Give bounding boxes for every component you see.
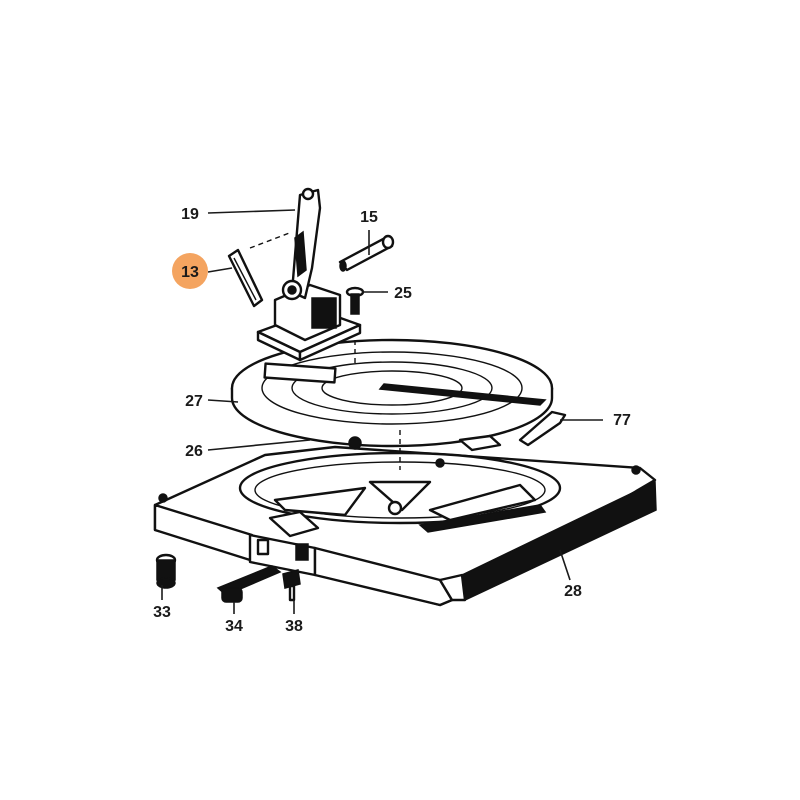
pivot-washer bbox=[348, 434, 502, 452]
callout-27: 27 bbox=[185, 393, 203, 410]
spring-part-13 bbox=[227, 248, 264, 308]
leader-26 bbox=[207, 439, 311, 451]
callout-13: 13 bbox=[181, 264, 199, 281]
callout-38: 38 bbox=[285, 618, 303, 635]
callout-15: 15 bbox=[360, 209, 378, 226]
callout-19: 19 bbox=[181, 206, 199, 223]
callout-28: 28 bbox=[564, 583, 582, 600]
leader-13 bbox=[207, 267, 233, 273]
callout-labels: 19 15 13 25 27 77 26 28 33 34 38 bbox=[153, 206, 631, 635]
handle-part-34 bbox=[216, 565, 282, 603]
pin-part-15 bbox=[338, 234, 395, 272]
callout-25: 25 bbox=[394, 285, 412, 302]
bracket-assembly bbox=[227, 187, 401, 470]
callout-highlight-13 bbox=[172, 253, 208, 289]
callout-33: 33 bbox=[153, 604, 171, 621]
knob-part-38 bbox=[282, 569, 301, 602]
screw-part-25 bbox=[345, 286, 365, 315]
turntable bbox=[230, 338, 554, 448]
lever-handle bbox=[518, 410, 567, 447]
leader-27 bbox=[207, 399, 239, 403]
leader-lines bbox=[161, 209, 603, 614]
leader-19 bbox=[207, 209, 296, 214]
callout-77: 77 bbox=[613, 412, 631, 429]
callout-26: 26 bbox=[185, 443, 203, 460]
callout-34: 34 bbox=[225, 618, 243, 635]
leader-28 bbox=[559, 549, 571, 581]
base-housing bbox=[153, 445, 657, 607]
foot-part-33 bbox=[155, 553, 177, 589]
